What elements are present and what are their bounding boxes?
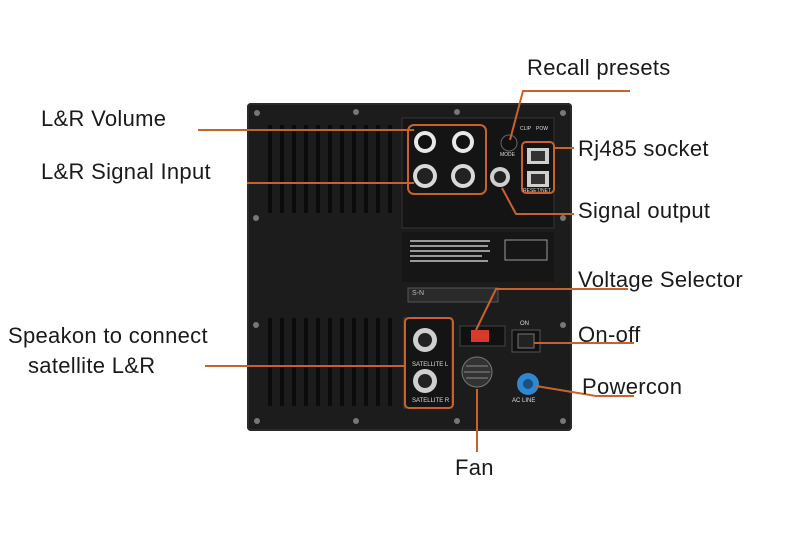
label-signal-output: Signal output	[578, 198, 711, 223]
label-speakon-line2: satellite L&R	[28, 353, 156, 378]
panel-on-text: ON	[520, 321, 529, 327]
panel-reset-net-text: RESET/NET	[523, 188, 552, 194]
label-voltage-selector: Voltage Selector	[578, 267, 744, 292]
panel-mode-text: MODE	[500, 152, 515, 158]
label-speakon-line1: Speakon to connect	[8, 323, 208, 348]
panel-clip-text: CLIP	[520, 126, 532, 132]
top-vents	[268, 125, 392, 213]
highlight-boxes	[404, 124, 555, 409]
label-rj485-socket: Rj485 socket	[578, 136, 709, 161]
label-recall-presets: Recall presets	[527, 55, 671, 80]
label-fan: Fan	[455, 455, 494, 480]
label-powercon: Powercon	[582, 374, 683, 399]
panel-satellite-r-text: SATELLITE R	[412, 398, 450, 404]
xlr-inputs	[413, 164, 475, 188]
label-lr-volume: L&R Volume	[41, 106, 167, 131]
leader-lines	[198, 90, 634, 452]
volume-knobs	[414, 131, 474, 153]
label-lr-signal-input: L&R Signal Input	[41, 159, 211, 184]
panel-ac-line-text: AC LINE	[512, 398, 536, 404]
bottom-vents	[268, 318, 392, 406]
panel-sn-text: S-N	[412, 290, 425, 297]
label-on-off: On-off	[578, 322, 641, 347]
speakon-connectors	[413, 328, 437, 393]
panel-pow-text: POW	[536, 126, 548, 132]
panel-satellite-l-text: SATELLITE L	[412, 362, 449, 368]
